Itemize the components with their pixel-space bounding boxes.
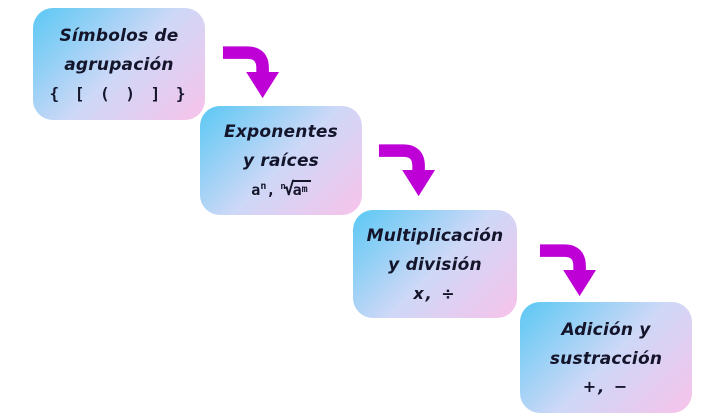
curved-arrow-down-icon xyxy=(539,244,597,297)
step4-symbols: +, − xyxy=(582,377,630,396)
math-radicand-exponent: m xyxy=(301,183,308,195)
curved-arrow-down-icon xyxy=(378,144,436,197)
step-box-grouping-symbols: Símbolos de agrupación { [ ( ) ] } xyxy=(33,8,205,120)
step1-title-line2: agrupación xyxy=(64,55,174,76)
step2-title-line1: Exponentes xyxy=(224,121,338,142)
math-root-index: n xyxy=(280,181,286,192)
math-radicand: a xyxy=(292,180,302,199)
flow-arrow-3 xyxy=(537,240,599,298)
step3-title-line2: y división xyxy=(388,255,482,276)
math-base: a xyxy=(251,180,261,199)
math-expression: an,n√am xyxy=(251,178,311,201)
step2-title-line2: y raíces xyxy=(242,150,319,171)
flow-arrow-1 xyxy=(220,42,282,100)
math-separator: , xyxy=(266,180,276,199)
step3-symbols: x, ÷ xyxy=(413,283,457,303)
step1-title-line1: Símbolos de xyxy=(59,26,179,47)
step-box-exponents-roots: Exponentes y raíces an,n√am xyxy=(200,106,362,215)
step-box-multiplication-division: Multiplicación y división x, ÷ xyxy=(353,210,517,318)
step1-symbols: { [ ( ) ] } xyxy=(49,83,189,103)
math-radicand-group: am xyxy=(291,179,311,199)
step4-title-line2: sustracción xyxy=(549,348,663,369)
flow-arrow-2 xyxy=(376,140,438,198)
step-box-addition-subtraction: Adición y sustracción +, − xyxy=(520,302,692,413)
step4-title-line1: Adición y xyxy=(561,319,651,340)
math-radical-sign: √ xyxy=(283,178,295,200)
step3-title-line1: Multiplicación xyxy=(366,226,504,247)
curved-arrow-down-icon xyxy=(222,46,280,99)
math-exponent: n xyxy=(260,180,267,192)
